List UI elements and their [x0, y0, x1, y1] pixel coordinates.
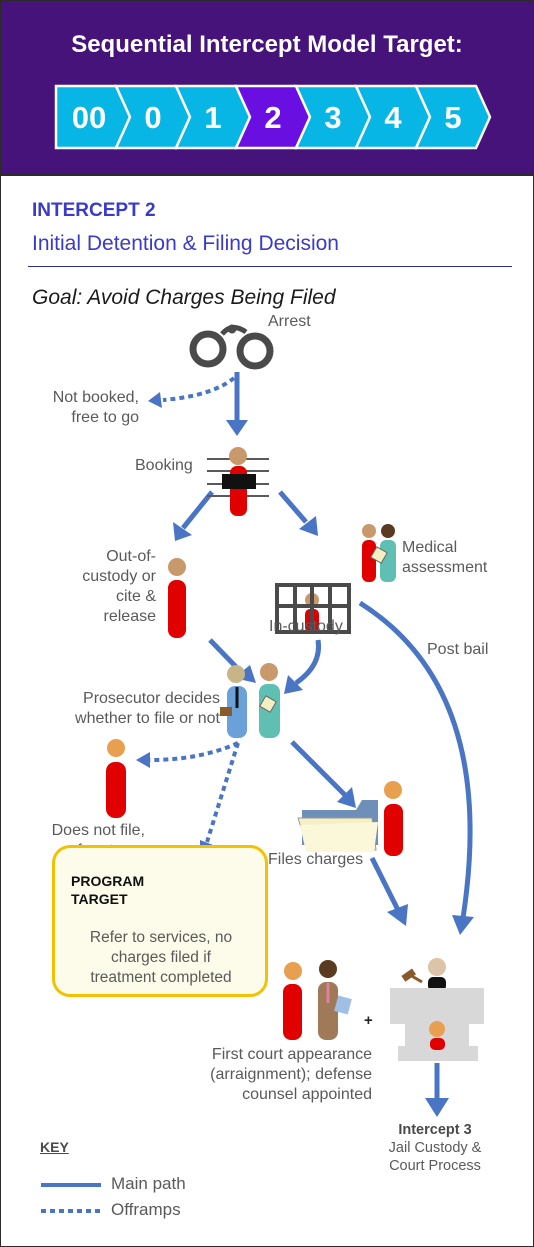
not-booked-label: Not booked,free to go — [52, 389, 139, 426]
arrow-in-custody-to-prosecutor — [294, 639, 322, 686]
arrow-booking-to-in-custody — [278, 490, 308, 524]
prosecutor-icon — [220, 663, 280, 738]
intercept-heading: INTERCEPT 2 — [32, 200, 156, 221]
arrow-post-bail-to-court — [358, 600, 473, 919]
released-person-icon — [168, 558, 186, 638]
intercept-chevron-label: 5 — [444, 100, 461, 135]
intercept-chevron-label: 1 — [204, 100, 221, 135]
out-of-custody-label: Out-of-custody or cite &release — [82, 548, 156, 625]
arrest-label: Arrest — [268, 313, 311, 330]
intercept-chevron-label: 00 — [72, 100, 106, 135]
arrow-prosecutor-to-files-charges — [290, 740, 347, 797]
jail-cell-icon — [275, 583, 351, 634]
booking-icon — [207, 447, 269, 516]
header-title: Sequential Intercept Model Target: — [71, 31, 463, 58]
arrow-files-charges-to-court — [369, 856, 401, 912]
medical-staff-icon — [362, 524, 396, 582]
next-intercept-label: Intercept 3 Jail Custody &Court Process — [388, 1122, 482, 1174]
released-person-icon — [106, 739, 126, 818]
plus-sign: + — [364, 1012, 373, 1029]
gavel-icon — [401, 968, 423, 984]
offramp-does-not-file — [149, 741, 239, 762]
arrow-booking-to-out-of-custody — [181, 490, 214, 530]
intercept-chevron-label: 3 — [324, 100, 341, 135]
intercept-subheading: Initial Detention & Filing Decision — [32, 232, 339, 255]
key-title: KEY — [40, 1139, 69, 1155]
charges-folder-icon — [297, 800, 378, 852]
handcuffs-icon — [189, 324, 274, 370]
defendant-and-counsel-icon — [283, 960, 352, 1040]
goal-text: Goal: Avoid Charges Being Filed — [32, 286, 336, 309]
offramp-program-target — [205, 742, 240, 843]
intercept-chevron-label: 2 — [264, 100, 281, 135]
booking-label: Booking — [135, 457, 193, 474]
files-charges-label: Files charges — [268, 851, 364, 868]
intercept-chevron-5 — [414, 84, 492, 150]
intercept-chevron-label: 0 — [144, 100, 161, 135]
heading-divider — [28, 266, 512, 267]
key-main-path-label: Main path — [111, 1174, 186, 1193]
key-offramps-label: Offramps — [111, 1200, 181, 1219]
in-custody-label: In-custody — [269, 618, 343, 635]
intercept-chevron-label: 4 — [384, 100, 402, 135]
post-bail-label: Post bail — [427, 641, 489, 658]
offramp-not-booked — [162, 376, 236, 402]
first-court-label: First court appearance(arraignment); def… — [210, 1046, 372, 1103]
courtroom-bench-icon — [390, 958, 484, 1061]
charged-person-icon — [384, 781, 403, 856]
